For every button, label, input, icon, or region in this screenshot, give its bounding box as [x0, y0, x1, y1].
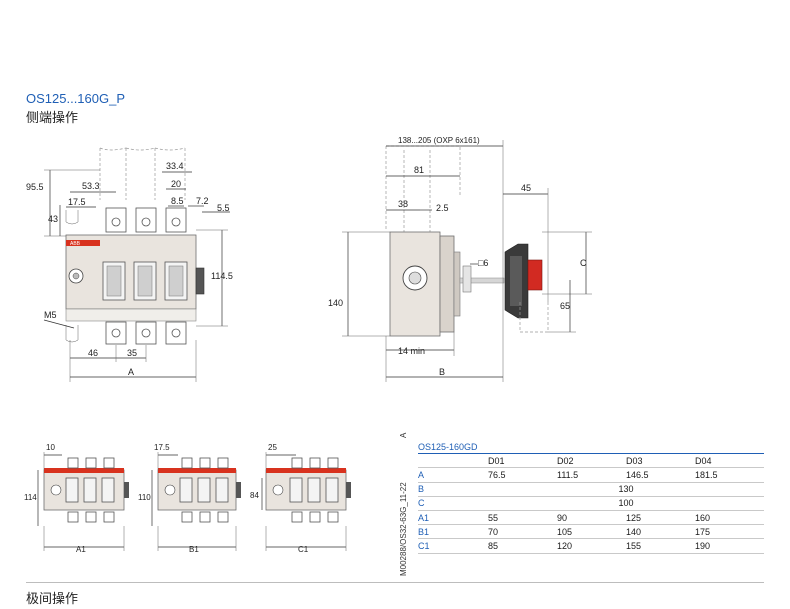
dim-b: B — [439, 367, 445, 377]
dim-95-5: 95.5 — [26, 182, 44, 192]
cell: 125 — [626, 510, 695, 526]
dim-33-4: 33.4 — [166, 161, 184, 171]
row-label: C1 — [418, 538, 488, 554]
brand-stripe — [66, 240, 100, 246]
dimension-table: OS125-160GD D01 D02 D03 D04 A 76.5 111.5… — [418, 440, 764, 554]
small-3-left: 84 — [250, 491, 259, 500]
row-label: B — [418, 482, 488, 497]
top-terminals — [105, 207, 187, 233]
cell: 160 — [695, 510, 764, 526]
cell: 85 — [488, 538, 557, 554]
aux-block — [195, 267, 205, 295]
table-row: B 130 — [418, 482, 764, 497]
dim-17-5: 17.5 — [68, 197, 86, 207]
front-dimensions: 95.5 43 53.3 17.5 33.4 20 8.5 7.2 5.5 — [26, 161, 233, 382]
section-divider — [26, 582, 764, 583]
row-label: C — [418, 496, 488, 511]
dim-20: 20 — [171, 179, 181, 189]
side-label-code: M00288/OS32-63G_11-22 — [399, 482, 408, 576]
dim-square-6: □6 — [478, 258, 488, 268]
col-header: D01 — [488, 453, 557, 469]
row-label: A — [418, 467, 488, 483]
small-3-bottom: C1 — [298, 545, 309, 554]
dim-m5: M5 — [44, 310, 57, 320]
dim-114-5: 114.5 — [211, 271, 233, 281]
col-header: D04 — [695, 453, 764, 469]
section-subtitle: 侧端操作 — [26, 110, 79, 125]
dim-43: 43 — [48, 214, 58, 224]
table-row: B1 70 105 140 175 — [418, 524, 764, 540]
dim-38: 38 — [398, 199, 408, 209]
row-label: A1 — [418, 510, 488, 526]
dim-35: 35 — [127, 348, 137, 358]
small-view-1: 10 114 A1 — [24, 443, 129, 554]
table-row: C1 85 120 155 190 — [418, 538, 764, 554]
small-1-left: 114 — [24, 493, 37, 502]
table-model-row: OS125-160GD — [418, 440, 764, 455]
small-2-top: 17.5 — [154, 443, 170, 452]
dim-65: 65 — [560, 301, 570, 311]
dim-a: A — [128, 367, 134, 377]
table-row: A1 55 90 125 160 — [418, 510, 764, 526]
side-dimensions: 138...205 (OXP 6x161) 81 45 38 2.5 □6 C — [328, 136, 592, 382]
cell: 111.5 — [557, 467, 626, 483]
dim-2-5: 2.5 — [436, 203, 449, 213]
cell: 146.5 — [626, 467, 695, 483]
table-model: OS125-160GD — [418, 440, 764, 455]
cell: 120 — [557, 538, 626, 554]
col-header: D02 — [557, 453, 626, 469]
small-2-bottom: B1 — [189, 545, 199, 554]
table-row: A 76.5 111.5 146.5 181.5 — [418, 467, 764, 483]
cell: 100 — [488, 496, 764, 511]
brand-label: ABB — [70, 241, 81, 247]
cell: 55 — [488, 510, 557, 526]
cell: 105 — [557, 524, 626, 540]
cell: 70 — [488, 524, 557, 540]
small-2-left: 110 — [138, 493, 151, 502]
cell: 190 — [695, 538, 764, 554]
handle — [504, 243, 543, 319]
footer-title: 极间操作 — [26, 591, 79, 606]
cell: 181.5 — [695, 467, 764, 483]
dim-46: 46 — [88, 348, 98, 358]
cell: 140 — [626, 524, 695, 540]
cell: 175 — [695, 524, 764, 540]
dim-81: 81 — [414, 165, 424, 175]
table-row: C 100 — [418, 496, 764, 511]
dim-14-min: 14 min — [398, 346, 425, 356]
small-view-2: 17.5 110 B1 — [138, 443, 241, 554]
cell: 130 — [488, 482, 764, 497]
table-header-row: D01 D02 D03 D04 — [418, 453, 764, 469]
model-title: OS125...160G_P — [26, 91, 126, 106]
small-view-3: 25 84 C1 — [250, 443, 351, 554]
col-header: D03 — [626, 453, 695, 469]
dim-7-2: 7.2 — [196, 196, 209, 206]
dim-53-3: 53.3 — [82, 181, 100, 191]
side-view: 138...205 (OXP 6x161) 81 45 38 2.5 □6 C — [328, 136, 592, 382]
small-1-bottom: A1 — [76, 545, 86, 554]
small-1-top: 10 — [46, 443, 55, 452]
dim-range: 138...205 (OXP 6x161) — [398, 136, 480, 145]
dim-140: 140 — [328, 298, 343, 308]
front-view: ABB — [26, 147, 233, 382]
bottom-terminals — [105, 321, 187, 345]
dim-8-5: 8.5 — [171, 196, 184, 206]
dim-c: C — [580, 258, 587, 268]
side-label-a: A — [399, 432, 408, 438]
small-3-top: 25 — [268, 443, 277, 452]
cell: 90 — [557, 510, 626, 526]
cell: 76.5 — [488, 467, 557, 483]
shaft — [459, 277, 505, 284]
cell: 155 — [626, 538, 695, 554]
pole-windows — [102, 261, 188, 301]
dim-45: 45 — [521, 183, 531, 193]
row-label: B1 — [418, 524, 488, 540]
dim-5-5: 5.5 — [217, 203, 230, 213]
